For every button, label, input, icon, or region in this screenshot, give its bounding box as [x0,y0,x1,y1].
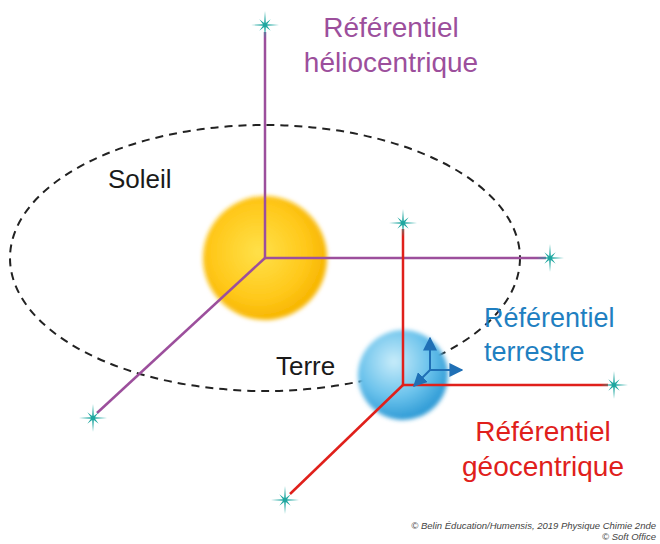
terrestrial-axes [414,338,462,386]
body-label: Terre [276,350,366,383]
copyright-note: © Soft Office [326,531,656,543]
frame-label: Référentiel géocentrique [432,414,654,484]
body-label: Soleil [108,163,208,196]
heliocentric-axes [97,32,546,413]
frame-label: Référentiel terrestre [484,302,656,370]
copyright-note: © Belin Éducation/Humensis, 2019 Physiqu… [326,520,656,532]
frame-label: Référentiel héliocentrique [278,10,504,80]
